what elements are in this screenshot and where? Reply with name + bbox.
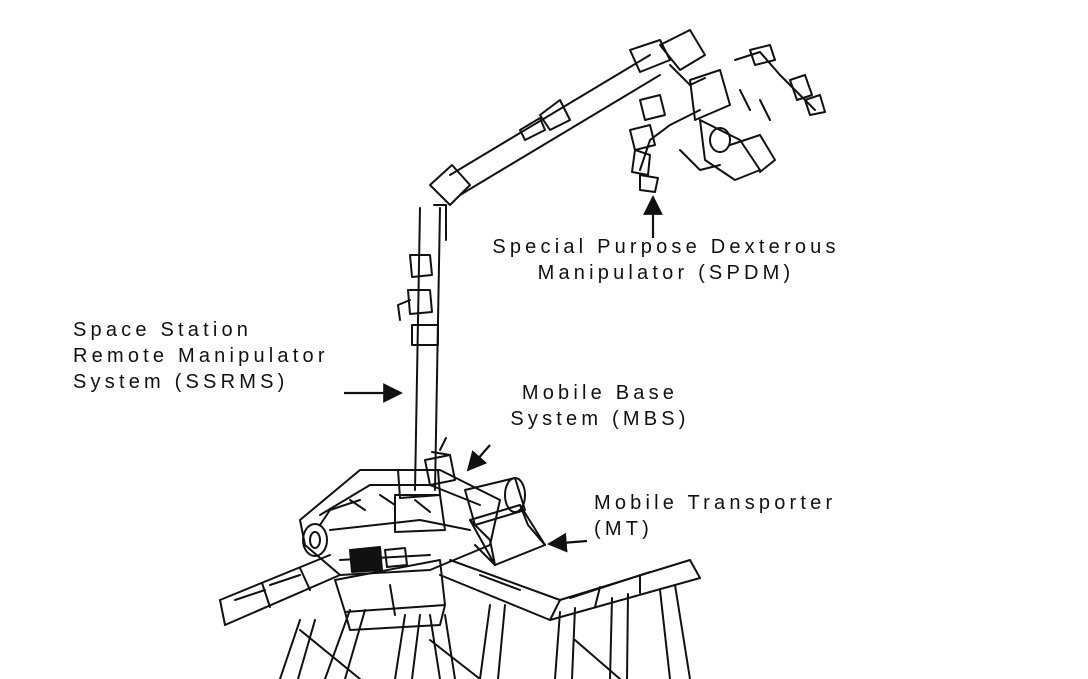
leader-arrows: [344, 195, 663, 553]
ssrms-arm: [394, 29, 706, 533]
mbs-label: Mobile Base System (MBS): [490, 380, 710, 432]
mt-label: Mobile Transporter (MT): [594, 490, 836, 542]
mt-label-line1: Mobile Transporter: [594, 492, 837, 514]
mt-label-line2: (MT): [594, 518, 653, 540]
mbs-arrow: [466, 444, 491, 472]
mobile-transporter: [334, 504, 546, 631]
mbs-label-line1: Mobile Base: [521, 382, 679, 404]
ssrms-label-line3: System (SSRMS): [73, 371, 289, 393]
spdm-label: Special Purpose Dexterous Manipulator (S…: [456, 234, 876, 286]
spdm-label-line1: Special Purpose Dexterous: [492, 236, 840, 258]
truss-structure: [219, 554, 701, 679]
mt-arrow: [547, 532, 588, 553]
spdm-label-line2: Manipulator (SPDM): [537, 262, 795, 284]
spdm-manipulator: [629, 44, 826, 193]
ssrms-label-line2: Remote Manipulator: [73, 345, 329, 367]
ssrms-label: Space Station Remote Manipulator System …: [73, 317, 329, 395]
ssrms-label-line1: Space Station: [73, 319, 253, 341]
mbs-label-line2: System (MBS): [510, 408, 690, 430]
mobile-base-system: [299, 437, 526, 576]
